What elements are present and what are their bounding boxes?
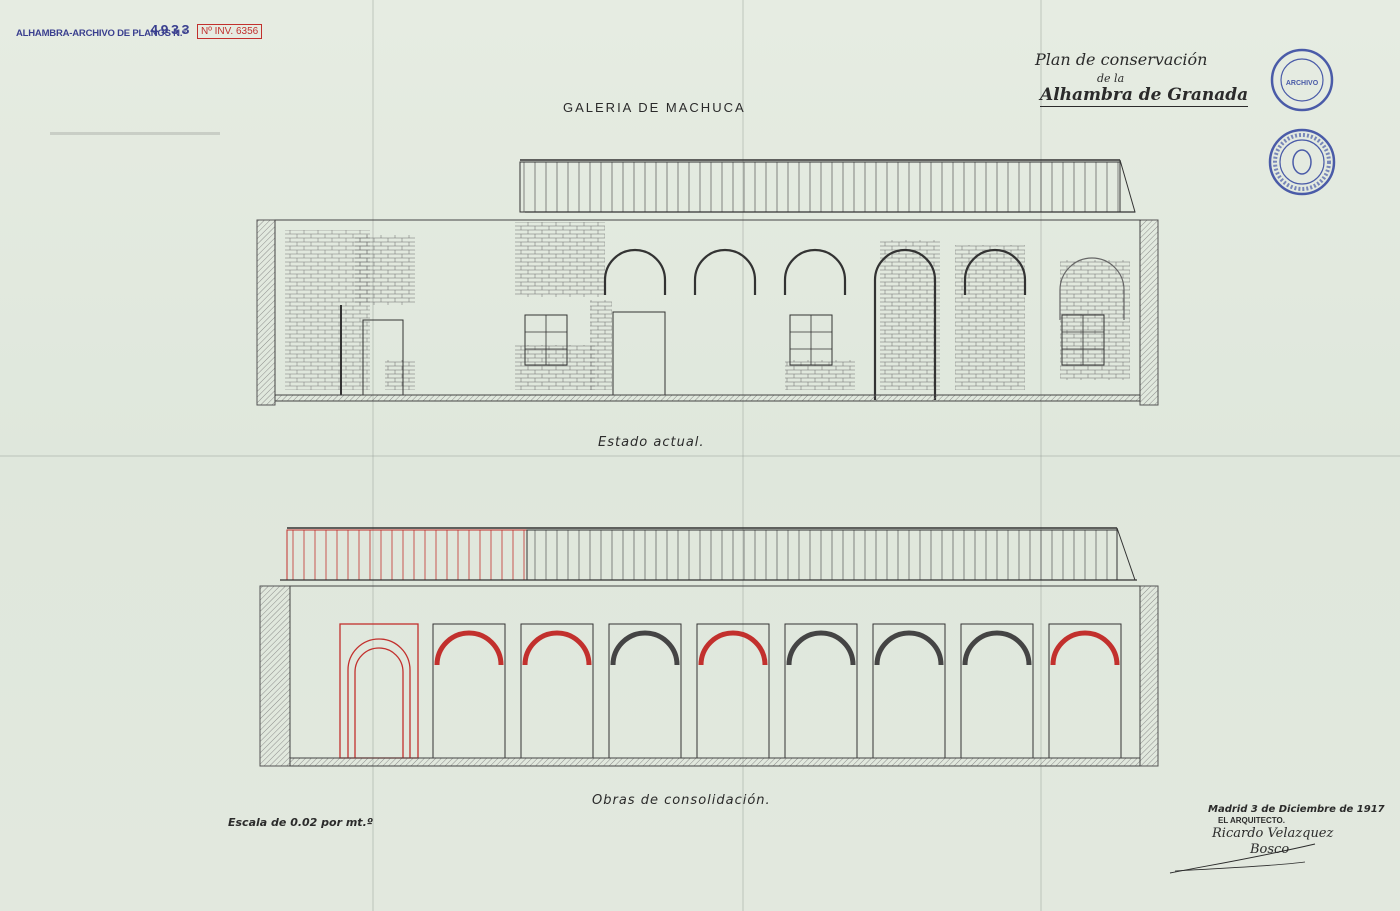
elevation-current-state [256, 159, 1159, 406]
pencil-mark [50, 132, 220, 135]
institution-seal [1268, 128, 1336, 196]
drawing-title: GALERIA DE MACHUCA [563, 100, 746, 115]
seals-group: ARCHIVO [1268, 48, 1336, 196]
arches-current [603, 248, 1125, 400]
plan-title-line2: de la [1097, 72, 1125, 85]
ground-line [274, 394, 1141, 402]
plan-title-line3: Alhambra de Granada [1040, 85, 1249, 107]
roof-new [280, 527, 1137, 581]
caption-current-state: Estado actual. [598, 435, 705, 450]
signature-flourish [1169, 843, 1316, 874]
fold-line [372, 0, 374, 911]
facade-wall [274, 219, 1141, 396]
elevation-consolidation [259, 527, 1159, 767]
fold-line [742, 0, 744, 911]
caption-consolidation: Obras de consolidación. [592, 793, 771, 808]
signature-role: EL ARQUITECTO. [1218, 816, 1285, 825]
plan-title-line1: Plan de conservación [1035, 50, 1208, 69]
inventory-stamp: Nº INV. 6356 [197, 24, 263, 39]
ground-line [289, 757, 1141, 767]
fold-line [1040, 0, 1042, 911]
signature-date: Madrid 3 de Diciembre de 1917 [1208, 804, 1385, 815]
left-wall-section [259, 585, 291, 767]
arches-restored [432, 623, 1122, 758]
archive-stamp-number: 4933 [150, 23, 192, 39]
archive-seal-text: ARCHIVO [1286, 80, 1319, 87]
left-wall-section [256, 219, 276, 406]
right-wall-section [1139, 585, 1159, 767]
archive-stamp-label: ALHAMBRA-ARCHIVO DE PLANOS N.º [16, 28, 186, 39]
windows-current [524, 314, 1105, 366]
signature-surname: Bosco [1250, 842, 1290, 857]
red-doorway [339, 623, 419, 759]
signature-name: Ricardo Velazquez [1212, 826, 1334, 841]
right-wall-section [1139, 219, 1159, 406]
scale-note: Escala de 0.02 por mt.º [228, 816, 373, 829]
fold-line [0, 455, 1400, 457]
roof [519, 159, 1136, 213]
archive-seal: ARCHIVO [1270, 48, 1334, 112]
